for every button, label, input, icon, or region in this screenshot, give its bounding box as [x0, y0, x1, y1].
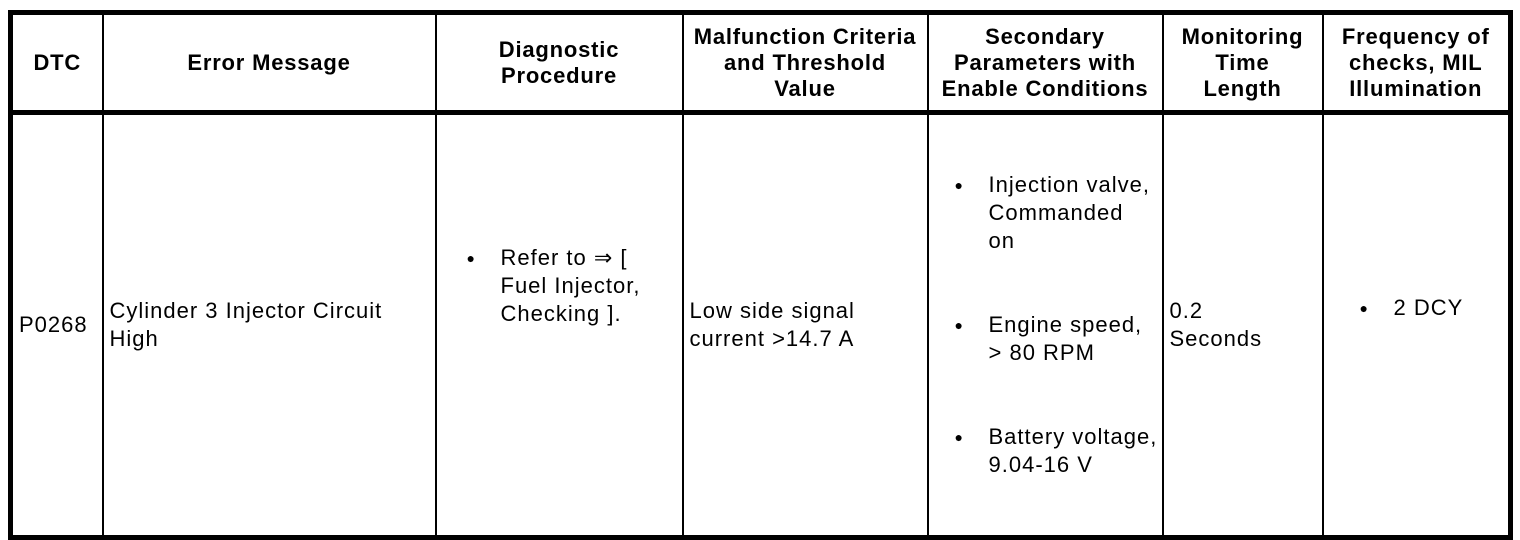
cell-secondary-parameters: ● Injection valve, Commanded on ● Engine… — [926, 111, 1164, 539]
cell-monitoring-time: 0.2 Seconds — [1161, 111, 1324, 539]
column-header-monitoring-time: Monitoring Time Length — [1161, 11, 1324, 115]
column-header-error-message: Error Message — [101, 11, 437, 115]
bullet-icon: ● — [954, 429, 964, 445]
column-header-malfunction-criteria: Malfunction Criteria and Threshold Value — [681, 11, 929, 115]
column-header-frequency: Frequency of checks, MIL Illumination — [1321, 11, 1512, 115]
cell-error-message: Cylinder 3 Injector Circuit High — [101, 111, 437, 539]
column-header-dtc: DTC — [9, 11, 104, 115]
table-row: P0268 Cylinder 3 Injector Circuit High ●… — [9, 111, 1512, 539]
list-item: ● Injection valve, Commanded on — [955, 171, 1158, 255]
frequency-list: ● 2 DCY — [1330, 266, 1505, 350]
list-item: ● 2 DCY — [1360, 294, 1505, 322]
dtc-table: DTC Error Message Diagnostic Procedure M… — [8, 10, 1513, 540]
bullet-icon: ● — [1359, 300, 1369, 316]
list-item: ● Refer to ⇒ [ Fuel Injector, Checking ]… — [467, 244, 678, 328]
table-header-row: DTC Error Message Diagnostic Procedure M… — [9, 11, 1512, 115]
diagnostic-procedure-list: ● Refer to ⇒ [ Fuel Injector, Checking ]… — [443, 216, 678, 356]
bullet-icon: ● — [954, 177, 964, 193]
bullet-icon: ● — [954, 317, 964, 333]
secondary-parameter-text: Injection valve, Commanded on — [988, 172, 1151, 253]
list-item: ● Battery voltage, 9.04-16 V — [955, 423, 1158, 479]
bullet-icon: ● — [466, 250, 476, 266]
column-header-secondary-parameters: Secondary Parameters with Enable Conditi… — [926, 11, 1164, 115]
frequency-text: 2 DCY — [1393, 295, 1464, 320]
cell-frequency-of-checks: ● 2 DCY — [1321, 111, 1512, 539]
secondary-parameters-list: ● Injection valve, Commanded on ● Engine… — [935, 143, 1158, 507]
list-item: ● Engine speed, > 80 RPM — [955, 311, 1158, 367]
cell-diagnostic-procedure: ● Refer to ⇒ [ Fuel Injector, Checking ]… — [434, 111, 684, 539]
secondary-parameter-text: Battery voltage, 9.04-16 V — [988, 424, 1158, 477]
cell-dtc-code: P0268 — [9, 111, 104, 539]
cell-malfunction-criteria: Low side signal current >14.7 A — [681, 111, 929, 539]
dtc-table-container: DTC Error Message Diagnostic Procedure M… — [8, 10, 1513, 540]
diagnostic-procedure-text: Refer to ⇒ [ Fuel Injector, Checking ]. — [500, 245, 641, 326]
secondary-parameter-text: Engine speed, > 80 RPM — [988, 312, 1143, 365]
column-header-diagnostic-procedure: Diagnostic Procedure — [434, 11, 684, 115]
